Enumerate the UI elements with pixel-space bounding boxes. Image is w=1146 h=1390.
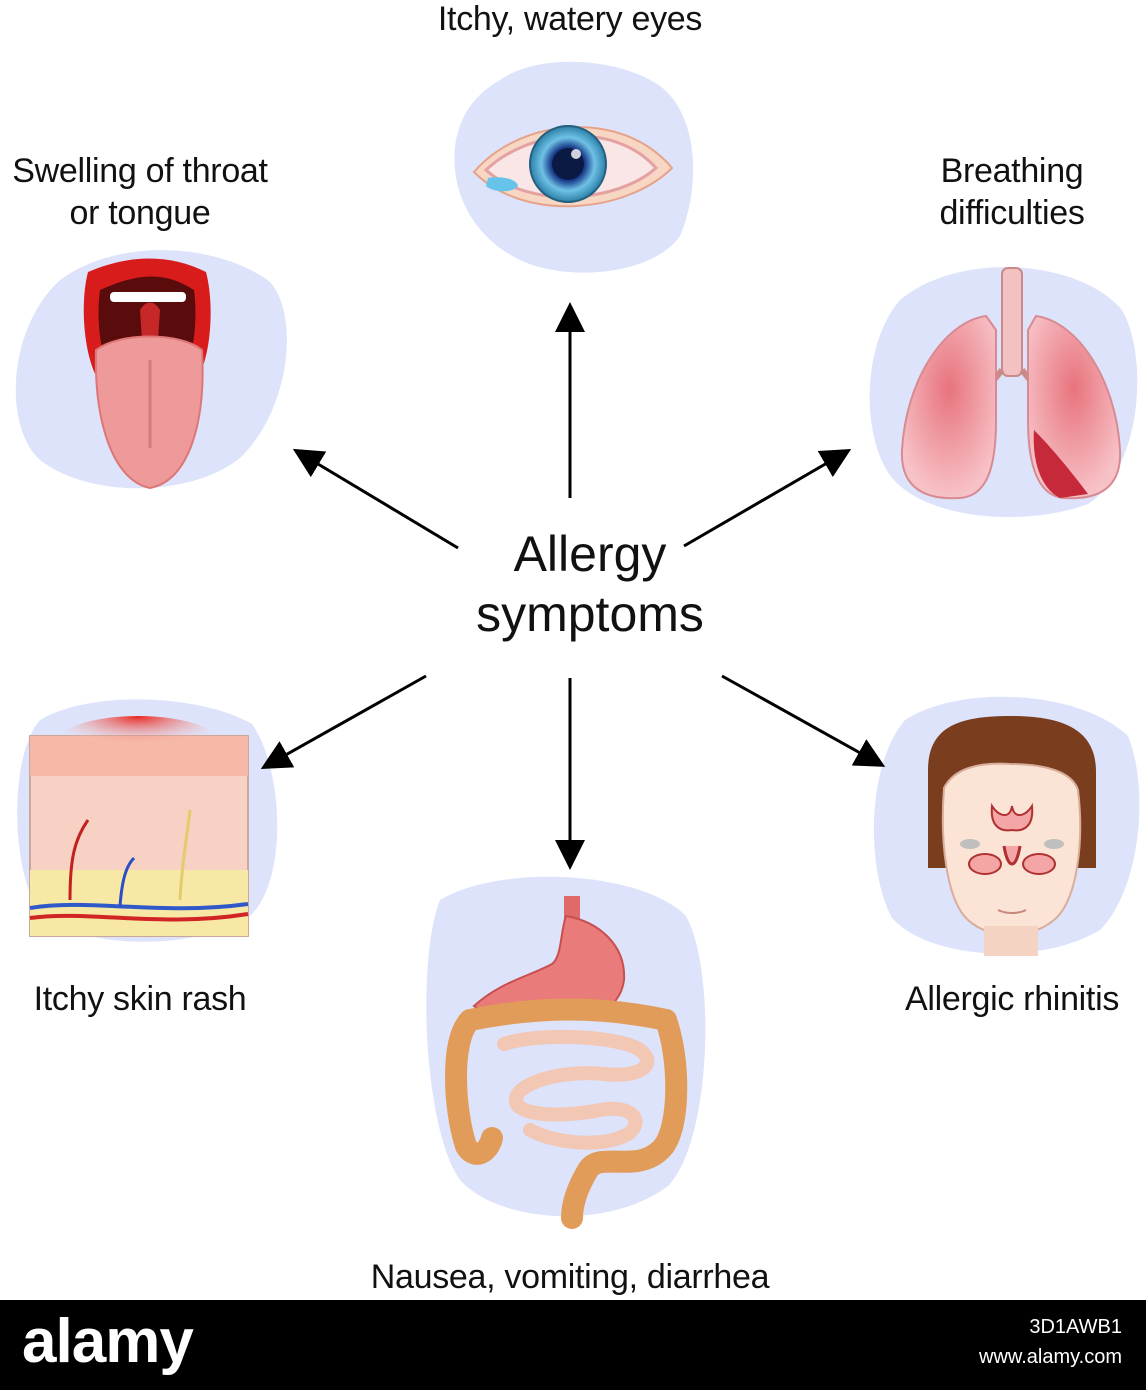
arrows (260, 302, 886, 870)
center-title: Allergy symptoms (390, 524, 790, 644)
lungs-illustration (900, 267, 1122, 500)
eye-illustration (472, 125, 674, 208)
center-title-line2: symptoms (476, 586, 704, 642)
label-gut: Nausea, vomiting, diarrhea (370, 1258, 770, 1296)
center-title-line1: Allergy (513, 526, 667, 582)
mouth-illustration (83, 258, 211, 490)
gut-illustration (445, 896, 688, 1229)
label-throat: Swelling of throat or tongue (0, 150, 290, 234)
sinus-icon (990, 802, 1034, 832)
allergy-symptoms-diagram: Itchy, watery eyes Swelling of throat or… (0, 0, 1140, 1296)
label-breathing-line2: difficulties (939, 194, 1085, 232)
arrow-to-throat (292, 448, 459, 550)
arrow-to-lungs (683, 448, 852, 548)
trachea (1001, 267, 1023, 377)
site-url[interactable]: www.alamy.com (979, 1346, 1122, 1368)
arrow-to-rhinitis (721, 674, 886, 767)
label-rhinitis: Allergic rhinitis (904, 980, 1120, 1018)
skin-illustration (29, 716, 249, 937)
label-skin: Itchy skin rash (33, 980, 247, 1018)
diagram-graphics (15, 61, 1140, 1229)
esophagus (564, 896, 580, 920)
face-illustration (928, 716, 1096, 956)
tear-drop (486, 177, 518, 192)
label-eyes: Itchy, watery eyes (437, 0, 703, 38)
arrow-to-skin (260, 674, 427, 769)
label-throat-line2: or tongue (69, 194, 211, 232)
label-throat-line1: Swelling of throat (12, 152, 268, 190)
stock-footer: alamy 3D1AWB1 www.alamy.com (0, 1300, 1146, 1390)
label-breathing: Breathing difficulties (900, 150, 1124, 234)
small-intestine (497, 1029, 655, 1150)
brand-logo: alamy (22, 1307, 194, 1376)
label-breathing-line1: Breathing (940, 152, 1084, 190)
image-id: 3D1AWB1 (1029, 1316, 1122, 1338)
neck (984, 926, 1038, 956)
large-intestine (445, 1009, 688, 1229)
left-lung (900, 314, 997, 500)
